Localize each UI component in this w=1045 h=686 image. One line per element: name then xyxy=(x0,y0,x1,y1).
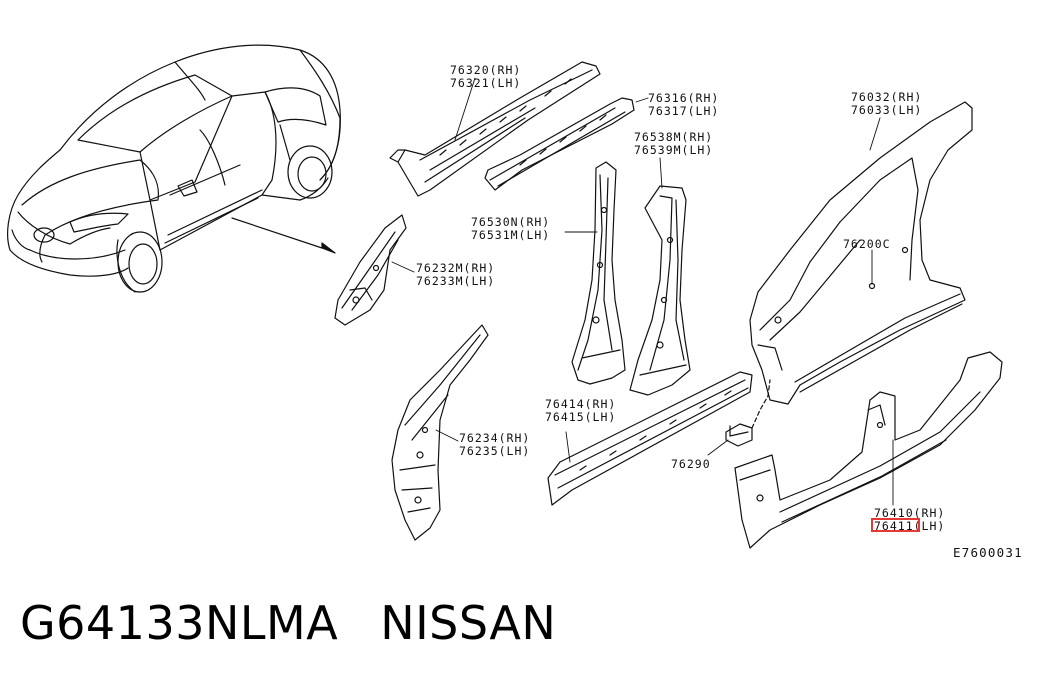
label-center-pillar-outer-rh: 76530N(RH) xyxy=(471,215,551,229)
label-front-pillar-lower: 76234(RH) 76235(LH) xyxy=(459,432,530,458)
label-front-pillar-lower-rh: 76234(RH) xyxy=(459,431,531,445)
label-sill-inner: 76414(RH) 76415(LH) xyxy=(545,398,616,424)
label-center-pillar-inner-rh: 76538M(RH) xyxy=(634,130,714,144)
label-bracket: 76290 xyxy=(671,458,711,471)
label-center-pillar-inner-lh: 76539M(LH) xyxy=(634,143,714,157)
part-sill-inner xyxy=(547,371,753,506)
label-sill-outer-rh: 76410(RH) xyxy=(874,506,946,520)
highlight-box xyxy=(871,518,920,532)
label-roof-rail-outer-lh: 76317(LH) xyxy=(648,104,720,118)
part-center-pillar-inner xyxy=(629,157,691,396)
label-center-pillar-inner: 76538M(RH) 76539M(LH) xyxy=(634,131,713,157)
brand-name: NISSAN xyxy=(380,596,557,650)
label-roof-rail-inner-rh: 76320(RH) xyxy=(450,63,522,77)
label-roof-rail-outer: 76316(RH) 76317(LH) xyxy=(648,92,719,118)
part-front-pillar-lower xyxy=(391,324,489,541)
label-body-side-panel: 76200C xyxy=(843,238,891,251)
part-number: G64133NLMA xyxy=(20,596,339,650)
part-roof-rail-outer xyxy=(484,97,649,191)
label-body-side-outer: 76032(RH) 76033(LH) xyxy=(851,91,922,117)
label-body-side-outer-rh: 76032(RH) xyxy=(851,90,923,104)
label-front-pillar-upper: 76232M(RH) 76233M(LH) xyxy=(416,262,495,288)
car-illustration xyxy=(7,44,341,293)
caption: G64133NLMA NISSAN xyxy=(20,596,598,650)
part-body-side-outer xyxy=(749,101,973,405)
label-sill-outer: 76410(RH) 76411(LH) xyxy=(874,507,945,533)
label-center-pillar-outer: 76530N(RH) 76531M(LH) xyxy=(471,216,550,242)
label-front-pillar-upper-rh: 76232M(RH) xyxy=(416,261,496,275)
label-front-pillar-lower-lh: 76235(LH) xyxy=(459,444,531,458)
label-body-side-panel-number: 76200C xyxy=(843,237,891,251)
label-sill-inner-lh: 76415(LH) xyxy=(545,410,617,424)
part-center-pillar-outer xyxy=(564,161,626,385)
label-body-side-outer-lh: 76033(LH) xyxy=(851,103,923,117)
part-front-pillar-upper xyxy=(334,214,415,326)
label-roof-rail-outer-rh: 76316(RH) xyxy=(648,91,720,105)
label-roof-rail-inner: 76320(RH) 76321(LH) xyxy=(450,64,521,90)
part-bracket xyxy=(707,379,771,456)
label-roof-rail-inner-lh: 76321(LH) xyxy=(450,76,522,90)
diagram-reference-code: E7600031 xyxy=(953,545,1023,560)
label-front-pillar-upper-lh: 76233M(LH) xyxy=(416,274,496,288)
label-sill-inner-rh: 76414(RH) xyxy=(545,397,617,411)
part-roof-rail-inner xyxy=(389,61,601,197)
label-sill-outer-lh: 76411(LH) xyxy=(874,519,946,533)
label-bracket-number: 76290 xyxy=(671,457,711,471)
label-center-pillar-outer-lh: 76531M(LH) xyxy=(471,228,551,242)
pointer-arrow xyxy=(231,217,336,254)
part-sill-outer xyxy=(734,351,1003,549)
